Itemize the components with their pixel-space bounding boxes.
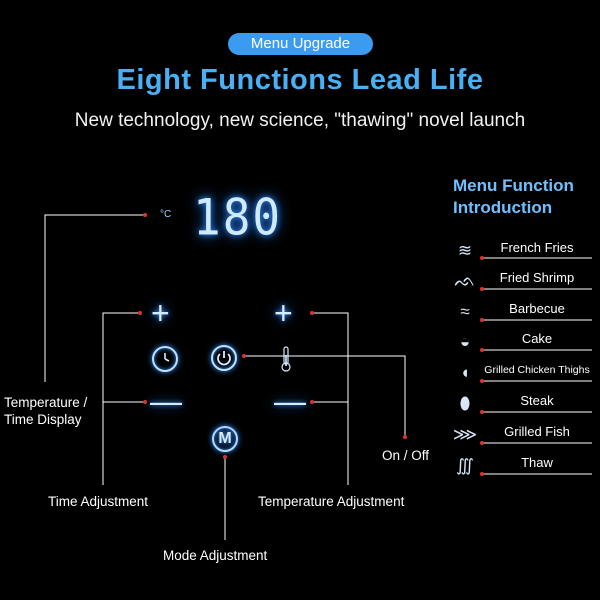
- barbecue-icon: ≈: [460, 302, 470, 321]
- time-plus-button[interactable]: +: [151, 295, 170, 331]
- menu-item-grilled-fish: ⋙ Grilled Fish: [452, 422, 594, 452]
- time-adjustment-label: Time Adjustment: [48, 494, 149, 509]
- menu-function-title: Menu Function Introduction: [453, 175, 574, 219]
- menu-title-line2: Introduction: [453, 198, 553, 217]
- menu-item-steak: ⬮ Steak: [452, 391, 594, 421]
- menu-item-fried-shrimp: ᨒ Fried Shrimp: [452, 268, 594, 298]
- clock-hands: [164, 353, 170, 362]
- menu-item-label: French Fries: [500, 240, 574, 255]
- menu-upgrade-badge: Menu Upgrade: [228, 33, 373, 55]
- clock-icon[interactable]: [152, 346, 178, 372]
- on-off-label: On / Off: [382, 448, 430, 463]
- menu-item-french-fries: ≋ French Fries: [452, 238, 594, 268]
- temperature-adjustment-label: Temperature Adjustment: [258, 494, 405, 509]
- chicken-thigh-icon: ◖: [459, 363, 471, 382]
- menu-item-label: Grilled Fish: [504, 424, 570, 439]
- headline: Eight Functions Lead Life: [116, 64, 484, 96]
- steak-icon: ⬮: [459, 394, 471, 413]
- fish-icon: ⋙: [452, 425, 478, 444]
- subtitle: New technology, new science, "thawing" n…: [74, 110, 526, 131]
- menu-item-barbecue: ≈ Barbecue: [452, 299, 594, 329]
- mode-adjustment-label: Mode Adjustment: [163, 548, 268, 563]
- menu-item-label: Cake: [521, 331, 553, 346]
- menu-item-cake: ◒ Cake: [452, 329, 594, 359]
- fries-icon: ≋: [457, 241, 473, 260]
- shrimp-icon: ᨒ: [454, 271, 476, 290]
- temperature-plus-button[interactable]: +: [274, 295, 293, 331]
- celsius-indicator: °C: [160, 209, 172, 220]
- menu-item-label: Steak: [520, 393, 554, 408]
- time-minus-button[interactable]: —: [150, 383, 182, 419]
- temperature-minus-button[interactable]: —: [274, 383, 306, 419]
- menu-item-label: Grilled Chicken Thighs: [484, 364, 590, 376]
- menu-item-grilled-chicken-thighs: ◖ Grilled Chicken Thighs: [452, 360, 594, 390]
- temperature-time-display-label: Temperature / Time Display: [4, 395, 88, 427]
- thaw-icon: ∭: [456, 456, 474, 475]
- power-button[interactable]: [211, 345, 237, 371]
- thermometer-icon: [280, 346, 292, 377]
- mode-button[interactable]: M: [212, 426, 238, 452]
- menu-title-line1: Menu Function: [453, 176, 574, 195]
- menu-item-thaw: ∭ Thaw: [452, 453, 594, 483]
- temperature-time-display: 180: [193, 187, 283, 247]
- cake-icon: ◒: [459, 332, 471, 351]
- menu-item-label: Barbecue: [509, 301, 565, 316]
- menu-item-label: Thaw: [521, 455, 553, 470]
- menu-item-label: Fried Shrimp: [499, 270, 575, 285]
- power-icon: [217, 351, 231, 366]
